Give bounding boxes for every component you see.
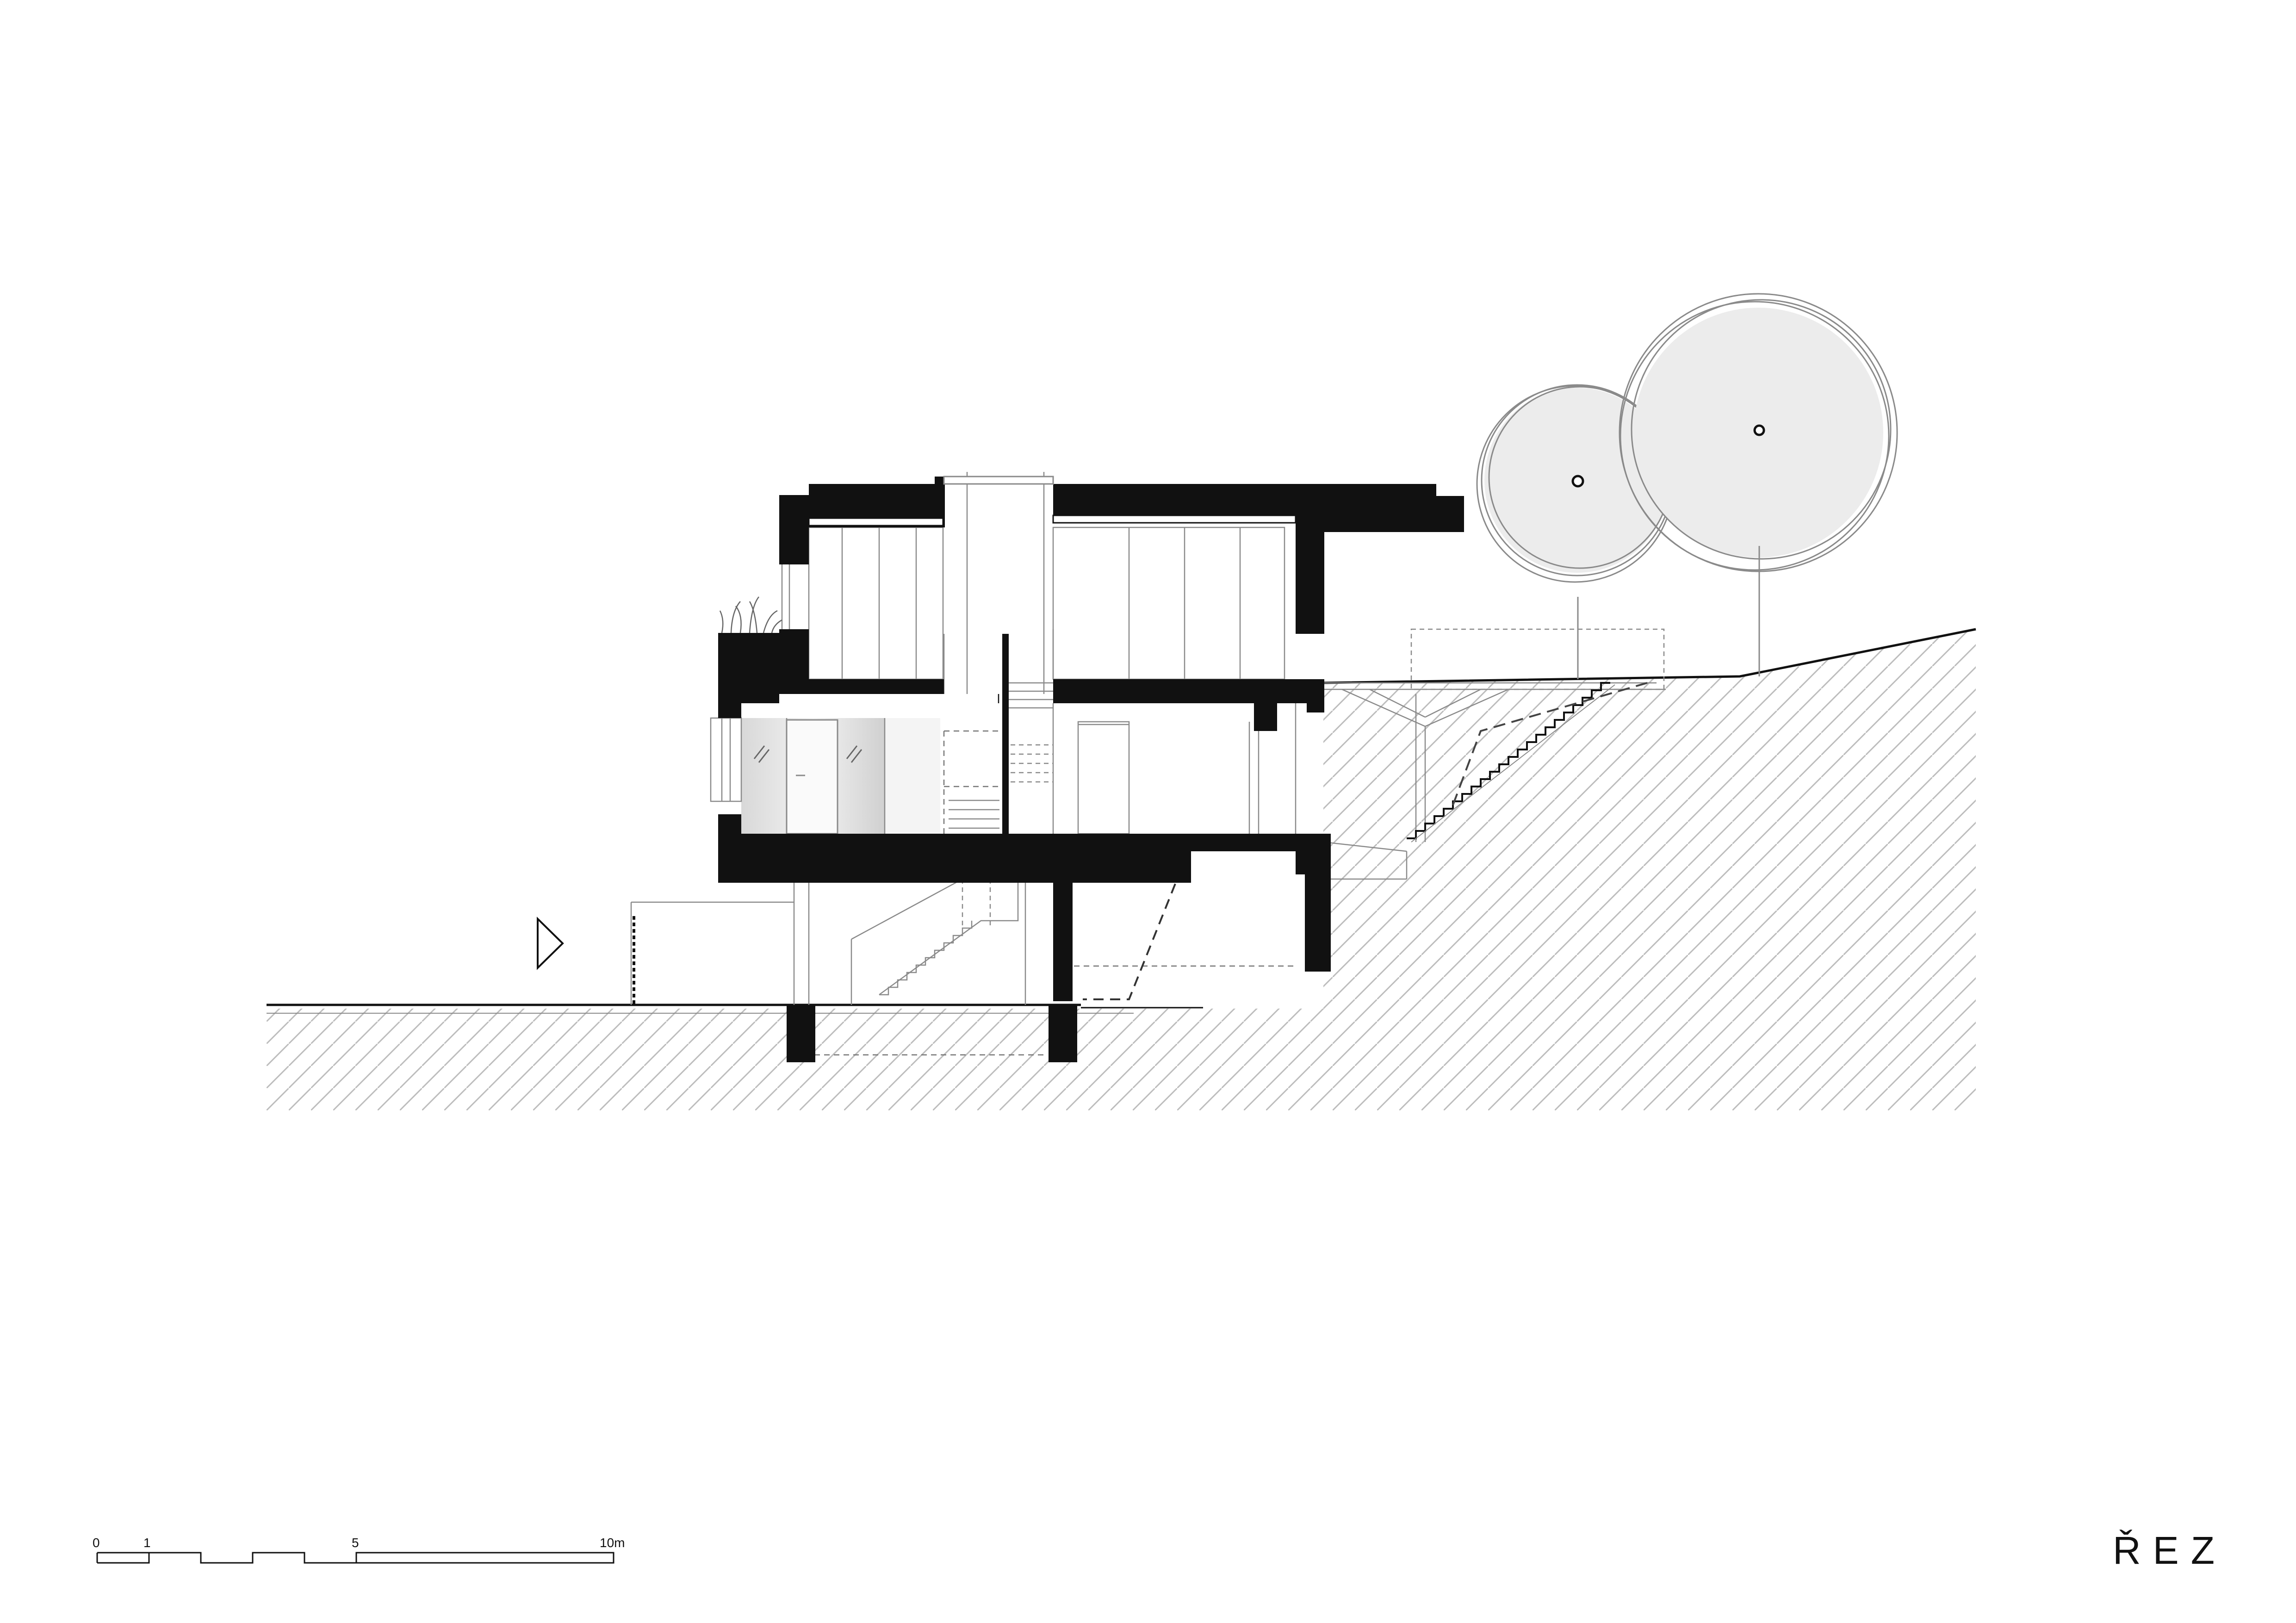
entrance-arrow-icon (537, 917, 564, 970)
drawing-title: ŘEZ (2113, 1529, 2227, 1572)
upper-floor-interior (808, 472, 1285, 703)
roof-plants (719, 596, 782, 633)
scale-bar (96, 1552, 614, 1564)
roof-glazing (808, 476, 1297, 527)
retaining-dashed (1083, 837, 1195, 1000)
scale-label-0: 0 (93, 1536, 100, 1550)
ground-line (267, 628, 1976, 1014)
ground-floor-right (1052, 703, 1297, 835)
scale-label-1: 1 (143, 1536, 151, 1550)
scale-label-10m: 10m (600, 1536, 625, 1550)
tree-large (1619, 293, 1898, 676)
left-window (710, 564, 790, 802)
stair-outdoor (1407, 682, 1648, 842)
ground-hatch (267, 629, 1976, 1110)
structure-cut (718, 477, 1464, 1062)
scale-label-5: 5 (352, 1536, 359, 1550)
basement-thin-walls (630, 874, 1026, 1005)
stair-indoor (949, 682, 1053, 829)
ground-floor-glass (741, 718, 940, 835)
